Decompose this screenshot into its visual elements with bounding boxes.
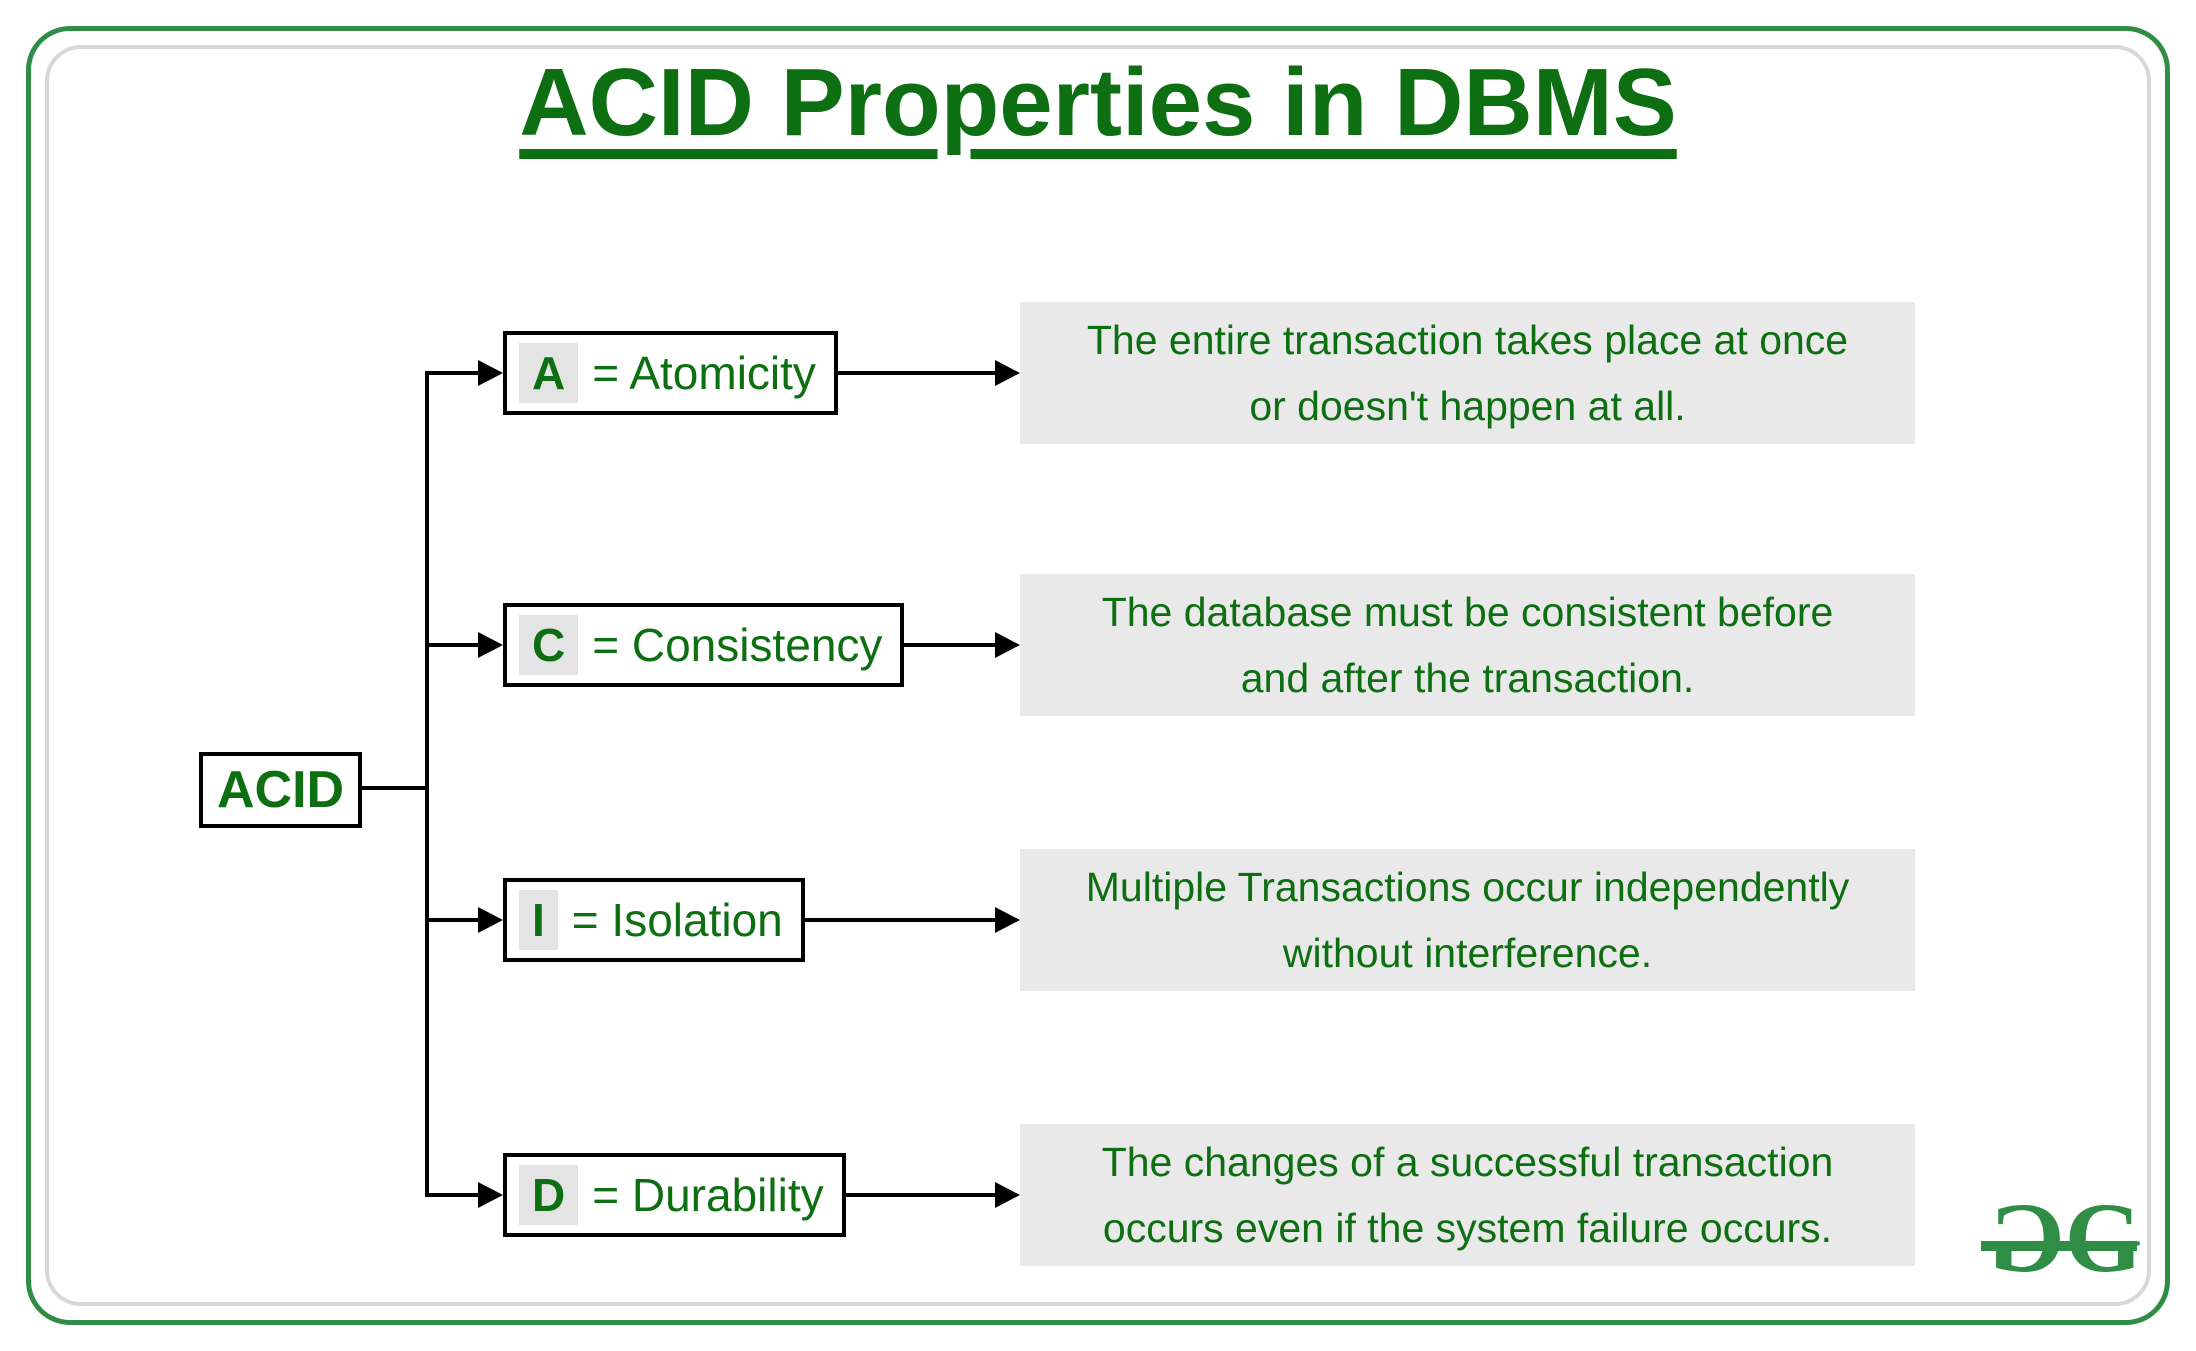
page-title: ACID Properties in DBMS	[519, 49, 1677, 156]
property-letter: C	[519, 615, 579, 675]
geeksforgeeks-logo: GG	[1981, 1182, 2143, 1293]
description-line-1: The database must be consistent before	[1101, 589, 1834, 635]
arrow-line	[837, 371, 995, 375]
description-arrow-consistency	[904, 632, 1020, 658]
logo-letter-g: G	[2064, 1182, 2143, 1293]
arrow-line	[425, 643, 478, 647]
acid-root-label: ACID	[217, 761, 345, 819]
property-row-isolation: I = Isolation Multiple Transactions occu…	[425, 845, 1915, 995]
description-line-2: without interference.	[1282, 930, 1653, 976]
branch-arrow-isolation	[425, 907, 503, 933]
root-connector-line	[358, 786, 429, 790]
arrowhead-icon	[995, 360, 1020, 386]
acid-root-box: ACID	[199, 752, 363, 828]
arrowhead-icon	[478, 907, 503, 933]
description-isolation: Multiple Transactions occur independentl…	[1020, 849, 1915, 991]
arrow-line	[425, 371, 478, 375]
arrowhead-icon	[478, 632, 503, 658]
description-consistency: The database must be consistent before a…	[1020, 574, 1915, 716]
arrow-line	[425, 918, 478, 922]
logo-crossbar	[1981, 1241, 2137, 1251]
arrowhead-icon	[995, 632, 1020, 658]
description-durability: The changes of a successful transaction …	[1020, 1124, 1915, 1266]
outer-green-border	[26, 26, 2170, 1325]
description-line-2: or doesn't happen at all.	[1249, 383, 1686, 429]
property-box-isolation: I = Isolation	[503, 878, 805, 962]
property-name: = Atomicity	[592, 347, 816, 399]
property-row-atomicity: A = Atomicity The entire transaction tak…	[425, 298, 1915, 448]
property-box-consistency: C = Consistency	[503, 603, 905, 687]
description-line-1: The changes of a successful transaction	[1101, 1139, 1834, 1185]
property-name: = Durability	[592, 1169, 824, 1221]
description-atomicity: The entire transaction takes place at on…	[1020, 302, 1915, 444]
description-line-1: The entire transaction takes place at on…	[1086, 317, 1849, 363]
arrow-line	[904, 643, 995, 647]
arrowhead-icon	[995, 907, 1020, 933]
arrowhead-icon	[478, 1182, 503, 1208]
description-line-2: occurs even if the system failure occurs…	[1102, 1205, 1833, 1251]
property-letter: D	[519, 1165, 579, 1225]
arrow-line	[804, 918, 995, 922]
property-name: = Consistency	[592, 619, 883, 671]
description-arrow-durability	[845, 1182, 1020, 1208]
description-arrow-atomicity	[837, 360, 1020, 386]
property-name: = Isolation	[571, 894, 783, 946]
description-arrow-isolation	[804, 907, 1020, 933]
inner-gray-border	[45, 45, 2151, 1306]
arrow-line	[425, 1193, 478, 1197]
arrowhead-icon	[995, 1182, 1020, 1208]
logo-letter-flipped-g: G	[1993, 1182, 2065, 1293]
property-row-durability: D = Durability The changes of a successf…	[425, 1120, 1915, 1270]
description-line-1: Multiple Transactions occur independentl…	[1085, 864, 1850, 910]
branch-arrow-atomicity	[425, 360, 503, 386]
property-letter: A	[519, 343, 579, 403]
branch-arrow-durability	[425, 1182, 503, 1208]
description-line-2: and after the transaction.	[1240, 655, 1695, 701]
arrow-line	[845, 1193, 995, 1197]
property-box-durability: D = Durability	[503, 1153, 846, 1237]
property-box-atomicity: A = Atomicity	[503, 331, 838, 415]
arrowhead-icon	[478, 360, 503, 386]
property-row-consistency: C = Consistency The database must be con…	[425, 570, 1915, 720]
tree-trunk-line	[425, 371, 429, 1196]
property-letter: I	[519, 890, 558, 950]
branch-arrow-consistency	[425, 632, 503, 658]
